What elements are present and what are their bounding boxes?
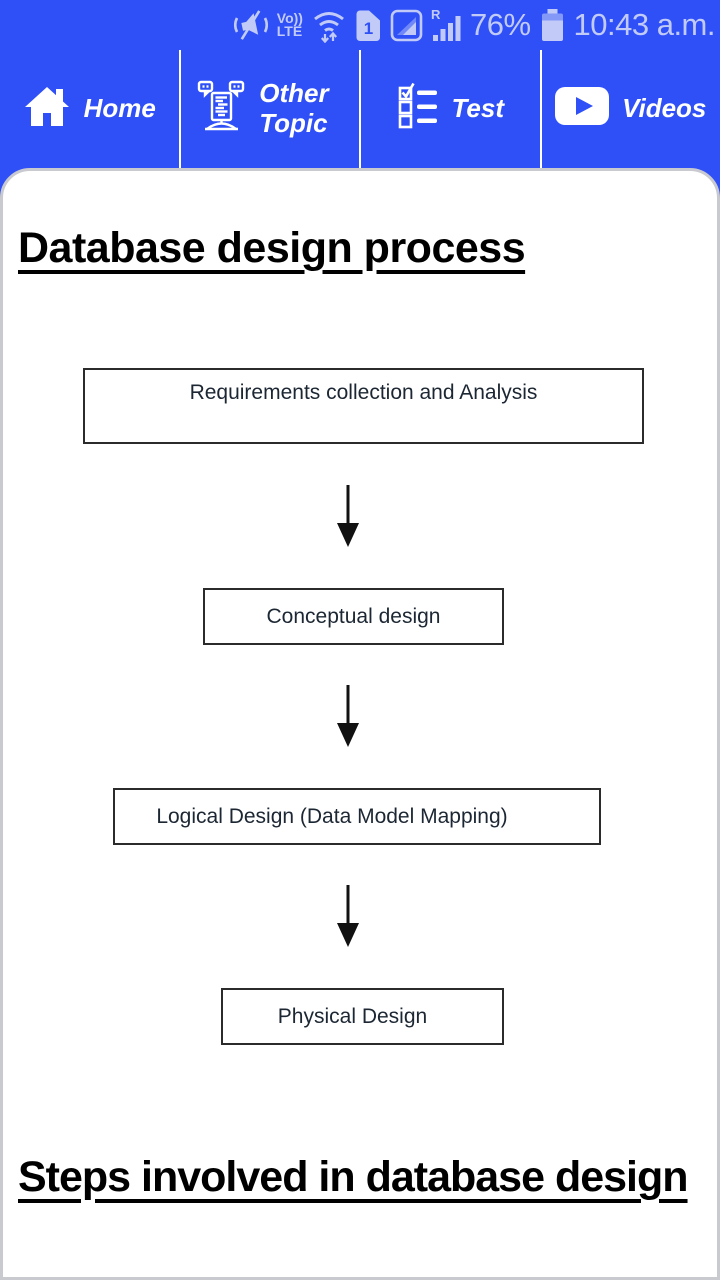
flow-box-physical: Physical Design [221,988,504,1045]
nav-item-label: Videos [622,93,707,124]
nav-item-videos[interactable]: Videos [539,50,720,168]
volte-icon: Vo)) LTE [276,10,303,39]
arrow-down-icon [337,485,359,547]
content-card: Database design process Requirements col… [0,168,720,1280]
flow-box-logical: Logical Design (Data Model Mapping) [113,788,601,845]
nav-item-label: Other Topic [259,78,329,138]
arrow-down-icon [337,685,359,747]
nav-item-test[interactable]: Test [359,50,540,168]
arrow-down-icon [337,885,359,947]
battery-percent: 76% [469,7,531,42]
sim-card-icon: 1 [355,9,382,42]
other-topic-icon [196,79,246,140]
videos-icon [555,86,610,132]
flow-box-conceptual: Conceptual design [203,588,504,645]
nav-item-label: Home [83,93,156,124]
nav-item-home[interactable]: Home [0,50,179,168]
vibrate-icon [233,9,269,41]
nav-item-label: Test [451,93,505,124]
section-heading: Steps involved in database design [18,1153,689,1201]
navbar: Home [0,50,720,168]
clock-time: 10:43 a.m. [573,7,716,42]
svg-text:1: 1 [364,19,373,38]
page-title: Database design process [18,224,526,272]
status-bar: Vo)) LTE 1 R 76% [0,0,720,50]
mobile-data-icon [390,9,423,42]
home-icon [23,84,71,135]
svg-text:R: R [431,8,441,22]
wifi-icon [311,7,347,43]
test-icon [397,82,439,137]
roaming-signal-icon: R [431,8,462,42]
card-inner: Database design process Requirements col… [3,171,717,1277]
nav-item-other-topic[interactable]: Other Topic [178,50,360,168]
battery-icon [539,7,566,43]
flow-box-requirements: Requirements collection and Analysis [83,368,644,444]
